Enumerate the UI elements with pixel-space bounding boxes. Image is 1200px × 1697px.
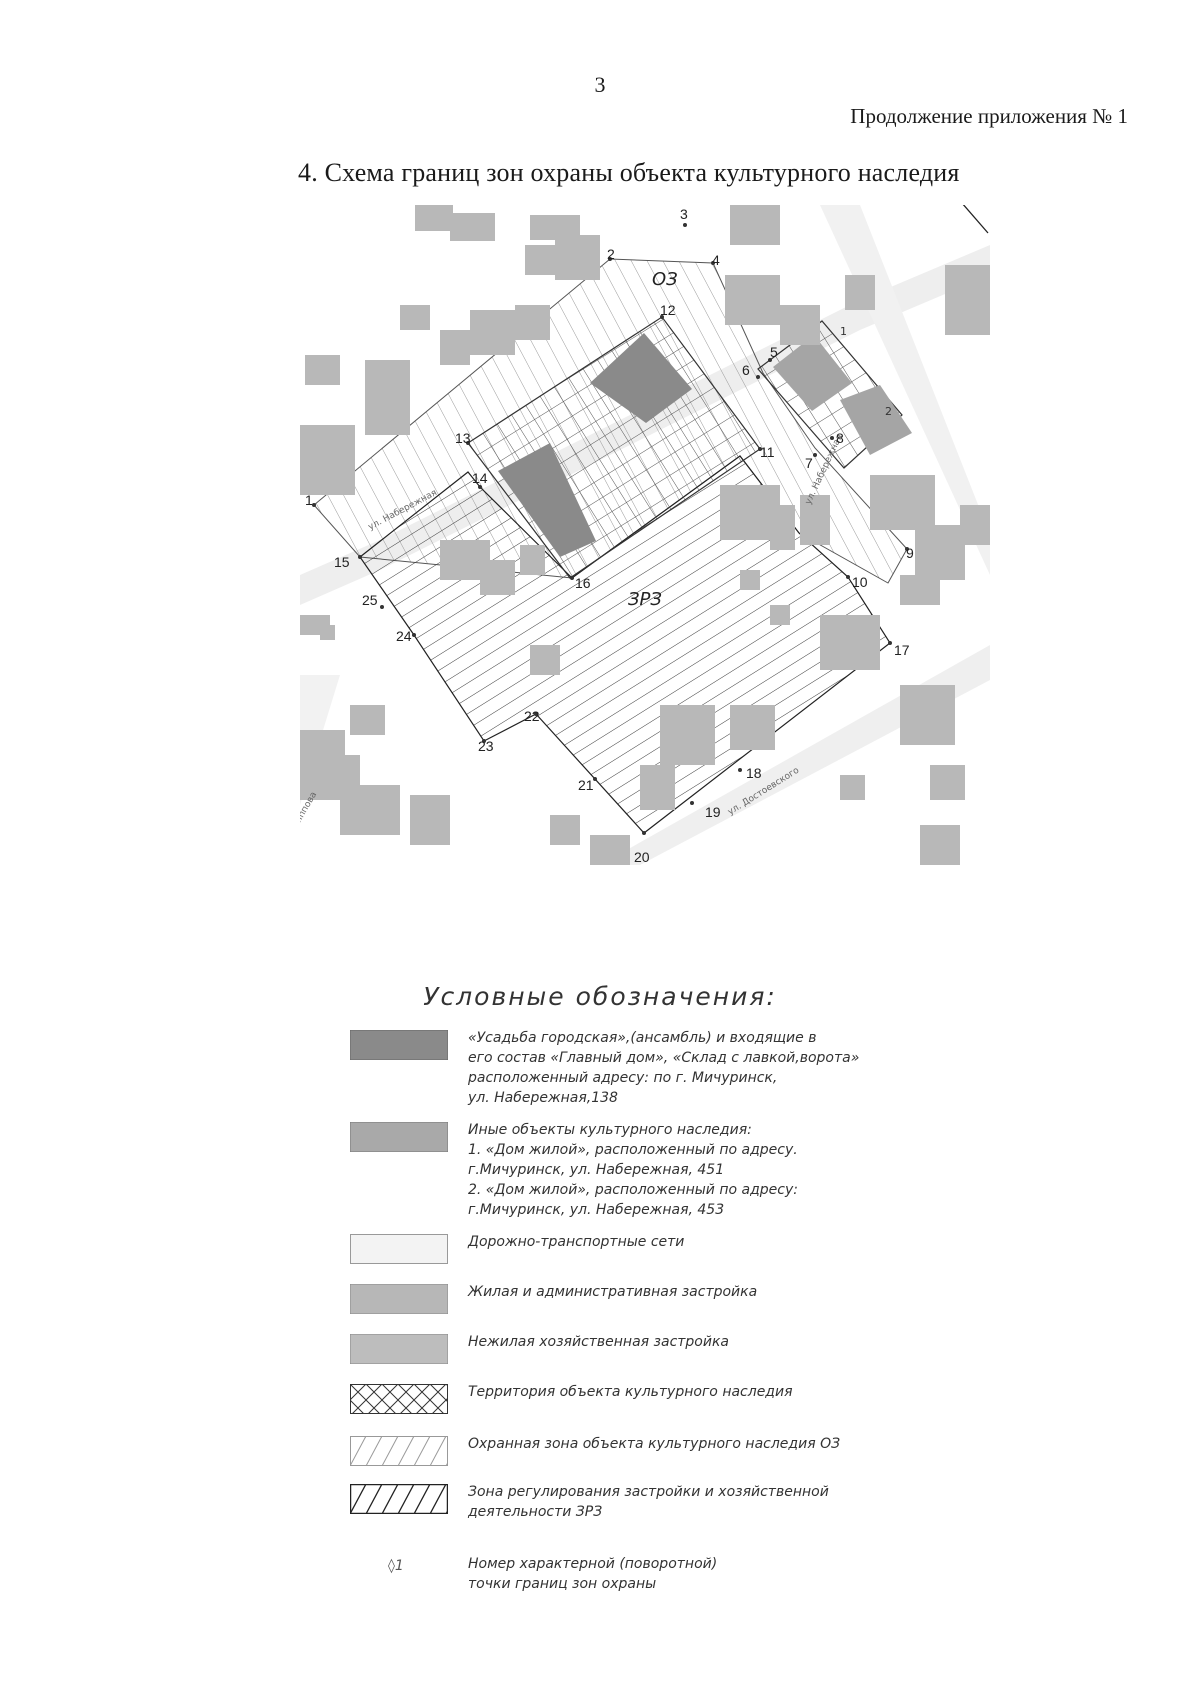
point-label-21: 21 xyxy=(578,777,594,793)
point-label-19: 19 xyxy=(705,804,721,820)
legend-line: деятельности ЗРЗ xyxy=(468,1504,603,1520)
point-label-3: 3 xyxy=(680,206,688,222)
legend-title: Условные обозначения: xyxy=(423,982,777,1011)
zone-map: ОЗ ЗРЗ ул. Набережная ул. Набережная ул.… xyxy=(300,205,990,865)
building-marker: 2 xyxy=(885,405,892,418)
point-label-20: 20 xyxy=(634,849,650,865)
legend-swatch-main-estate xyxy=(350,1030,448,1060)
zone-label-oz: ОЗ xyxy=(652,269,678,290)
page-title: 4. Схема границ зон охраны объекта культ… xyxy=(298,158,960,187)
legend-line: Нежилая хозяйственная застройка xyxy=(468,1334,730,1350)
legend-line: Охранная зона объекта культурного наслед… xyxy=(468,1436,841,1452)
point-label-14: 14 xyxy=(472,470,488,486)
legend-text-oz: Охранная зона объекта культурного наслед… xyxy=(468,1434,908,1454)
legend-swatch-residential xyxy=(350,1284,448,1314)
surrounding-buildings xyxy=(300,205,990,865)
point-label-13: 13 xyxy=(455,430,471,446)
point-label-6: 6 xyxy=(742,362,750,378)
legend-swatch-zrz xyxy=(350,1484,448,1514)
legend-line: его состав «Главный дом», «Склад с лавко… xyxy=(468,1050,860,1066)
point-marker-icon: ◊1 xyxy=(388,1558,404,1574)
legend-line: Зона регулирования застройки и хозяйстве… xyxy=(468,1484,829,1500)
point-label-16: 16 xyxy=(575,575,591,591)
point-label-5: 5 xyxy=(770,344,778,360)
building-marker: 1 xyxy=(840,325,847,338)
point-label-9: 9 xyxy=(906,545,914,561)
page-number: 3 xyxy=(594,72,606,97)
legend-swatch-road xyxy=(350,1234,448,1264)
legend-line: Территория объекта культурного наследия xyxy=(468,1384,793,1400)
legend-line: г.Мичуринск, ул. Набережная, 453 xyxy=(468,1202,725,1218)
legend-line: Номер характерной (поворотной) xyxy=(468,1556,718,1572)
legend-text-territory: Территория объекта культурного наследия xyxy=(468,1382,908,1402)
point-label-18: 18 xyxy=(746,765,762,781)
legend-line: г.Мичуринск, ул. Набережная, 451 xyxy=(468,1162,725,1178)
point-label-22: 22 xyxy=(524,708,540,724)
legend-text-main-estate: «Усадьба городская»,(ансамбль) и входящи… xyxy=(468,1028,908,1108)
point-label-12: 12 xyxy=(660,302,676,318)
legend-line: Жилая и административная застройка xyxy=(468,1284,758,1300)
legend-swatch-territory xyxy=(350,1384,448,1414)
boundary-point-markers xyxy=(312,223,909,835)
legend-swatch-other-heritage xyxy=(350,1122,448,1152)
legend-text-outbuilding: Нежилая хозяйственная застройка xyxy=(468,1332,908,1352)
north-arrow-stroke xyxy=(962,205,989,234)
point-label-7: 7 xyxy=(805,455,813,471)
point-label-24: 24 xyxy=(396,628,412,644)
zone-label-zrz: ЗРЗ xyxy=(628,589,662,610)
main-estate-buildings xyxy=(498,333,692,557)
point-label-15: 15 xyxy=(334,554,350,570)
legend-text-residential: Жилая и административная застройка xyxy=(468,1282,908,1302)
header-note: Продолжение приложения № 1 xyxy=(850,104,1128,128)
point-label-2: 2 xyxy=(607,246,615,262)
point-label-1: 1 xyxy=(305,492,313,508)
legend-text-zrz: Зона регулирования застройки и хозяйстве… xyxy=(468,1482,908,1522)
legend-line: Иные объекты культурного наследия: xyxy=(468,1122,752,1138)
legend-line: Дорожно-транспортные сети xyxy=(468,1234,685,1250)
point-label-10: 10 xyxy=(852,574,868,590)
other-heritage-buildings xyxy=(773,335,912,455)
legend-text-road: Дорожно-транспортные сети xyxy=(468,1232,908,1252)
legend-line: ул. Набережная,138 xyxy=(468,1090,618,1106)
point-label-4: 4 xyxy=(712,252,720,268)
legend-text-point: Номер характерной (поворотной) точки гра… xyxy=(468,1554,908,1594)
legend-swatch-outbuilding xyxy=(350,1334,448,1364)
point-label-8: 8 xyxy=(836,430,844,446)
point-label-25: 25 xyxy=(362,592,378,608)
point-label-23: 23 xyxy=(478,738,494,754)
legend-line: «Усадьба городская»,(ансамбль) и входящи… xyxy=(468,1030,817,1046)
point-label-11: 11 xyxy=(760,444,775,460)
legend-text-other-heritage: Иные объекты культурного наследия: 1. «Д… xyxy=(468,1120,908,1220)
legend-line: расположенный адресу: по г. Мичуринск, xyxy=(468,1070,778,1086)
legend-line: точки границ зон охраны xyxy=(468,1576,657,1592)
legend-swatch-oz xyxy=(350,1436,448,1466)
point-label-17: 17 xyxy=(894,642,910,658)
legend-line: 2. «Дом жилой», расположенный по адресу: xyxy=(468,1182,798,1198)
legend-line: 1. «Дом жилой», расположенный по адресу. xyxy=(468,1142,798,1158)
